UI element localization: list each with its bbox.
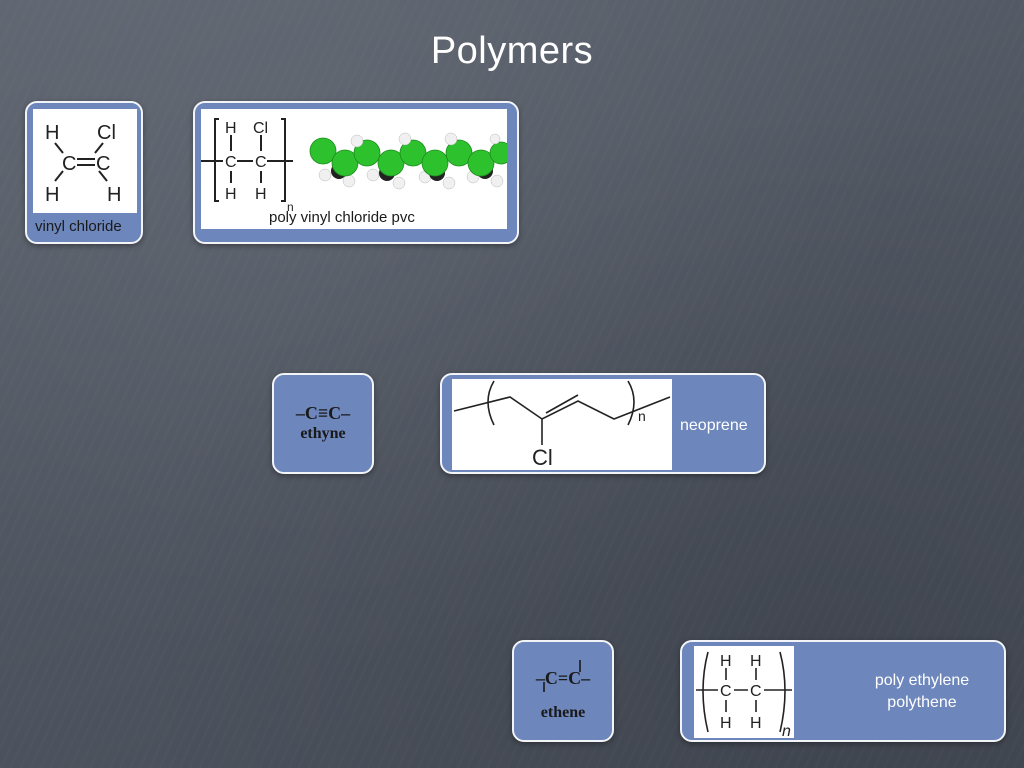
atom-h: H	[720, 653, 732, 670]
atom-h: H	[750, 653, 762, 670]
polyethylene-structure: H H C C H H n	[694, 646, 794, 740]
ethene-formula: –C=C–	[535, 668, 591, 688]
atom-c: C	[255, 154, 267, 171]
neoprene-card[interactable]: Cl n neoprene	[440, 373, 766, 474]
atom-c: C	[62, 153, 76, 175]
vinyl-chloride-structure: H Cl C C H H	[33, 109, 137, 213]
polyethylene-label-line1: poly ethylene	[874, 672, 970, 689]
ethene-card[interactable]: –C=C– ethene	[512, 640, 614, 742]
neoprene-structure: Cl n	[452, 379, 672, 470]
slide-title: Polymers	[430, 30, 594, 72]
atom-h: H	[720, 715, 732, 732]
ethyne-card[interactable]: –C≡C– ethyne	[272, 373, 374, 474]
ethyne-name: ethyne	[300, 425, 346, 442]
atom-c: C	[96, 153, 110, 175]
polyethylene-card[interactable]: H H C C H H n poly ethylene polythene	[680, 640, 1006, 742]
atom-h: H	[225, 120, 237, 137]
ethene-name: ethene	[540, 704, 586, 721]
atom-h: H	[45, 122, 59, 144]
atom-cl: Cl	[253, 120, 268, 137]
subscript-n: n	[287, 200, 294, 214]
atom-h: H	[255, 186, 267, 203]
pvc-card[interactable]: H Cl C C H H n	[193, 101, 519, 244]
pvc-label: poly vinyl chloride pvc	[269, 209, 415, 226]
atom-h: H	[107, 184, 121, 206]
subscript-n: n	[638, 408, 646, 424]
neoprene-label: neoprene	[680, 417, 748, 434]
atom-h: H	[225, 186, 237, 203]
ethyne-formula: –C≡C–	[295, 403, 351, 423]
pvc-structure: H Cl C C H H n	[201, 109, 513, 229]
subscript-n: n	[782, 723, 791, 738]
atom-h: H	[750, 715, 762, 732]
pvc-space-filling-model	[309, 123, 513, 201]
vinyl-chloride-card[interactable]: H Cl C C H H vinyl chloride	[25, 101, 143, 244]
atom-cl: Cl	[532, 445, 553, 470]
atom-c: C	[720, 683, 732, 700]
atom-cl: Cl	[97, 122, 116, 144]
atom-c: C	[225, 154, 237, 171]
atom-c: C	[750, 683, 762, 700]
polyethylene-label-line2: polythene	[887, 694, 957, 711]
vinyl-chloride-label: vinyl chloride	[35, 218, 122, 235]
atom-h: H	[45, 184, 59, 206]
